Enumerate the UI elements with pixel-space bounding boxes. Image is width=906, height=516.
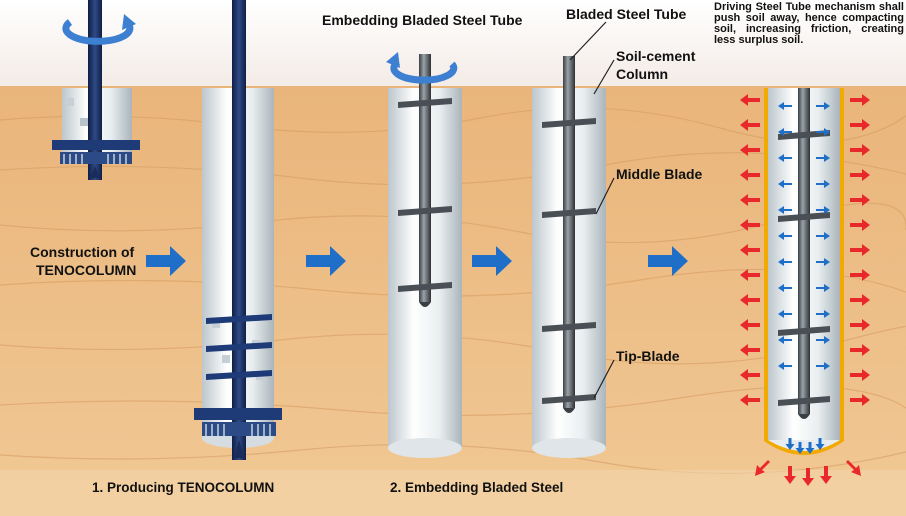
- pressure-arrow-icon: [778, 154, 792, 162]
- label-band: [0, 470, 906, 516]
- construction-label-line1: Construction of: [30, 244, 135, 260]
- soil-cement-label-line2: Column: [616, 66, 669, 82]
- pressure-arrow-icon: [740, 319, 760, 331]
- pressure-arrow-icon: [850, 369, 870, 381]
- pressure-arrow-icon: [816, 336, 830, 344]
- pressure-arrow-icon: [850, 119, 870, 131]
- flow-arrow-icon: [472, 246, 512, 276]
- mixing-blade: [52, 140, 140, 150]
- pressure-arrow-icon: [740, 219, 760, 231]
- pressure-arrow-icon: [850, 319, 870, 331]
- bladed-steel-tube: [563, 56, 575, 408]
- pressure-arrow-icon: [850, 94, 870, 106]
- soil-cement-label-line1: Soil-cement: [616, 48, 696, 64]
- construction-label-line2: TENOCOLUMN: [36, 262, 137, 278]
- pressure-arrow-icon: [778, 232, 792, 240]
- pressure-arrow-icon: [850, 219, 870, 231]
- leader-line: [595, 177, 615, 215]
- pressure-arrow-icon: [816, 128, 830, 136]
- pressure-arrow-icon: [805, 442, 815, 454]
- pressure-arrow-icon: [816, 102, 830, 110]
- pressure-arrow-icon: [740, 244, 760, 256]
- pressure-arrow-icon: [816, 310, 830, 318]
- step2-caption: 2. Embedding Bladed Steel: [390, 480, 564, 495]
- pressure-arrow-icon: [816, 206, 830, 214]
- pressure-arrow-icon: [740, 144, 760, 156]
- auger-entering: [52, 0, 140, 180]
- tube-embedded: [532, 56, 606, 458]
- pressure-arrow-icon: [850, 294, 870, 306]
- flow-arrow-icon: [146, 246, 186, 276]
- compaction-mechanism: [764, 88, 844, 455]
- pressure-arrow-icon: [740, 119, 760, 131]
- pressure-arrow-icon: [820, 466, 832, 484]
- pressure-arrow-icon: [778, 336, 792, 344]
- column-producing: [194, 0, 282, 460]
- pressure-arrow-icon: [778, 362, 792, 370]
- step1-caption: 1. Producing TENOCOLUMN: [92, 480, 275, 495]
- pressure-arrow-icon: [850, 344, 870, 356]
- pressure-arrow-icon: [740, 369, 760, 381]
- pressure-arrow-icon: [850, 244, 870, 256]
- pressure-arrow-icon: [850, 194, 870, 206]
- flow-arrow-icon: [648, 246, 688, 276]
- pressure-arrow-icon: [795, 442, 805, 454]
- pressure-arrow-icon: [816, 180, 830, 188]
- pressure-arrow-icon: [778, 180, 792, 188]
- pressure-arrow-icon: [816, 258, 830, 266]
- leader-line: [569, 21, 607, 61]
- pressure-arrow-icon: [850, 269, 870, 281]
- pressure-arrow-icon: [816, 232, 830, 240]
- pressure-arrow-icon: [850, 394, 870, 406]
- mechanism-note: Driving Steel Tube mechanism shall push …: [714, 1, 904, 46]
- pressure-arrow-icon: [740, 94, 760, 106]
- tip-blade-label: Tip-Blade: [616, 348, 680, 364]
- mixing-blade: [194, 408, 282, 420]
- leader-line: [593, 359, 615, 399]
- pressure-arrow-icon: [816, 284, 830, 292]
- pressure-arrow-icon: [802, 468, 814, 486]
- pressure-arrow-icon: [740, 94, 870, 486]
- rotation-arrow-icon: [386, 52, 458, 84]
- embedding-title-label: Embedding Bladed Steel Tube: [322, 12, 523, 28]
- drill-rod: [232, 0, 246, 460]
- pressure-arrow-icon: [778, 284, 792, 292]
- leader-line: [593, 59, 615, 95]
- bladed-steel-tube: [419, 54, 431, 302]
- pressure-arrow-icon: [778, 310, 792, 318]
- tube-embedding: [386, 52, 462, 458]
- pressure-arrow-icon: [740, 269, 760, 281]
- flow-arrow-icon: [306, 246, 346, 276]
- pressure-arrow-icon: [740, 194, 760, 206]
- pressure-arrow-icon: [850, 169, 870, 181]
- pressure-arrow-icon: [740, 344, 760, 356]
- middle-blade-label: Middle Blade: [616, 166, 703, 182]
- pressure-arrow-icon: [755, 460, 770, 476]
- casing-outline: [764, 88, 844, 455]
- pressure-arrow-icon: [740, 294, 760, 306]
- pressure-arrow-icon: [816, 154, 830, 162]
- pressure-arrow-icon: [778, 128, 792, 136]
- pressure-arrow-icon: [778, 102, 830, 454]
- pressure-arrow-icon: [784, 466, 796, 484]
- pressure-arrow-icon: [778, 206, 792, 214]
- rotation-arrow-icon: [62, 14, 136, 45]
- pressure-arrow-icon: [846, 460, 861, 476]
- pressure-arrow-icon: [778, 102, 792, 110]
- pressure-arrow-icon: [785, 438, 795, 450]
- bladed-steel-tube-label: Bladed Steel Tube: [566, 6, 687, 22]
- pressure-arrow-icon: [740, 394, 760, 406]
- pressure-arrow-icon: [740, 169, 760, 181]
- pressure-arrow-icon: [816, 362, 830, 370]
- pressure-arrow-icon: [815, 438, 825, 450]
- pressure-arrow-icon: [778, 258, 792, 266]
- pressure-arrow-icon: [850, 144, 870, 156]
- drill-rod: [88, 0, 102, 180]
